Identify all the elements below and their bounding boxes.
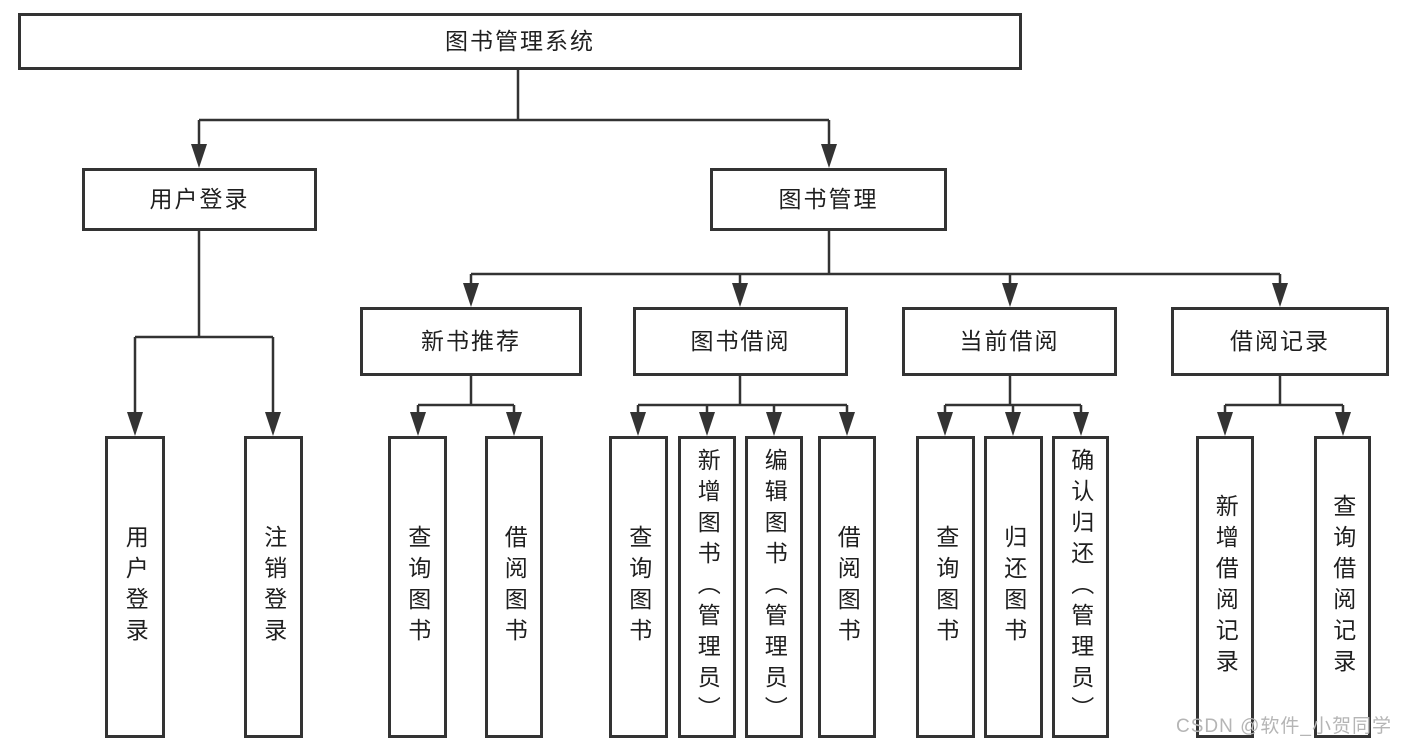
node-current-borrow: 当前借阅: [902, 307, 1117, 376]
leaf-borrow-add: 新增图书（管理员）: [678, 436, 736, 738]
connector-book-management: [469, 231, 1282, 295]
arrowhead: [1335, 412, 1351, 436]
node-new-book-recommend-label: 新书推荐: [421, 327, 521, 354]
leaf-borrow-query-label: 查询图书: [625, 525, 652, 649]
arrowhead: [1002, 283, 1018, 307]
arrowhead: [410, 412, 426, 436]
leaf-current-query-label: 查询图书: [932, 525, 959, 649]
leaf-records-query: 查询借阅记录: [1314, 436, 1371, 738]
leaf-user-login: 用户登录: [105, 436, 165, 738]
arrowhead: [1272, 283, 1288, 307]
node-current-borrow-label: 当前借阅: [959, 327, 1060, 354]
arrowhead: [506, 412, 522, 436]
arrowhead: [1005, 412, 1021, 436]
node-book-borrow-label: 图书借阅: [690, 327, 791, 354]
arrowhead: [630, 412, 646, 436]
arrowhead: [766, 412, 782, 436]
node-book-management: 图书管理: [710, 168, 947, 231]
arrowhead: [937, 412, 953, 436]
node-root: 图书管理系统: [18, 13, 1022, 70]
leaf-newbook-query: 查询图书: [388, 436, 447, 738]
leaf-borrow-edit: 编辑图书（管理员）: [745, 436, 803, 738]
csdn-watermark: CSDN @软件_小贺同学: [1176, 716, 1392, 737]
leaf-borrow-borrow: 借阅图书: [818, 436, 876, 738]
arrowhead: [1073, 412, 1089, 436]
arrowhead: [265, 412, 281, 436]
node-borrow-records-label: 借阅记录: [1230, 327, 1330, 354]
node-borrow-records: 借阅记录: [1171, 307, 1389, 376]
leaf-logout-label: 注销登录: [260, 525, 287, 649]
leaf-records-add: 新增借阅记录: [1196, 436, 1254, 738]
leaf-newbook-query-label: 查询图书: [404, 525, 431, 649]
arrowhead: [127, 412, 143, 436]
arrowhead: [839, 412, 855, 436]
arrowhead: [1217, 412, 1233, 436]
arrowhead: [699, 412, 715, 436]
arrowhead: [732, 283, 748, 307]
node-root-label: 图书管理系统: [445, 27, 595, 54]
leaf-logout: 注销登录: [244, 436, 303, 738]
connector-user-login: [133, 231, 275, 424]
leaf-current-confirm: 确认归还（管理员）: [1052, 436, 1109, 738]
leaf-borrow-add-label: 新增图书（管理员）: [694, 447, 721, 727]
connector-borrow-records: [1223, 376, 1345, 424]
leaf-borrow-query: 查询图书: [609, 436, 668, 738]
leaf-records-query-label: 查询借阅记录: [1329, 494, 1356, 680]
leaf-records-add-label: 新增借阅记录: [1212, 494, 1239, 680]
arrowhead: [191, 144, 207, 168]
connector-new-book: [416, 376, 516, 424]
leaf-current-query: 查询图书: [916, 436, 975, 738]
node-user-login: 用户登录: [82, 168, 317, 231]
connector-root: [197, 70, 831, 156]
leaf-borrow-edit-label: 编辑图书（管理员）: [761, 447, 788, 727]
leaf-borrow-borrow-label: 借阅图书: [834, 525, 861, 649]
leaf-current-confirm-label: 确认归还（管理员）: [1067, 447, 1094, 727]
arrowhead: [463, 283, 479, 307]
leaf-newbook-borrow-label: 借阅图书: [501, 525, 528, 649]
leaf-user-login-label: 用户登录: [122, 525, 149, 649]
connector-current-borrow: [943, 376, 1083, 424]
node-book-borrow: 图书借阅: [633, 307, 848, 376]
node-new-book-recommend: 新书推荐: [360, 307, 582, 376]
leaf-current-return-label: 归还图书: [1000, 525, 1027, 649]
leaf-current-return: 归还图书: [984, 436, 1043, 738]
node-book-management-label: 图书管理: [778, 185, 879, 212]
arrowhead: [821, 144, 837, 168]
node-user-login-label: 用户登录: [149, 185, 250, 212]
connector-book-borrow: [636, 376, 849, 424]
leaf-newbook-borrow: 借阅图书: [485, 436, 543, 738]
